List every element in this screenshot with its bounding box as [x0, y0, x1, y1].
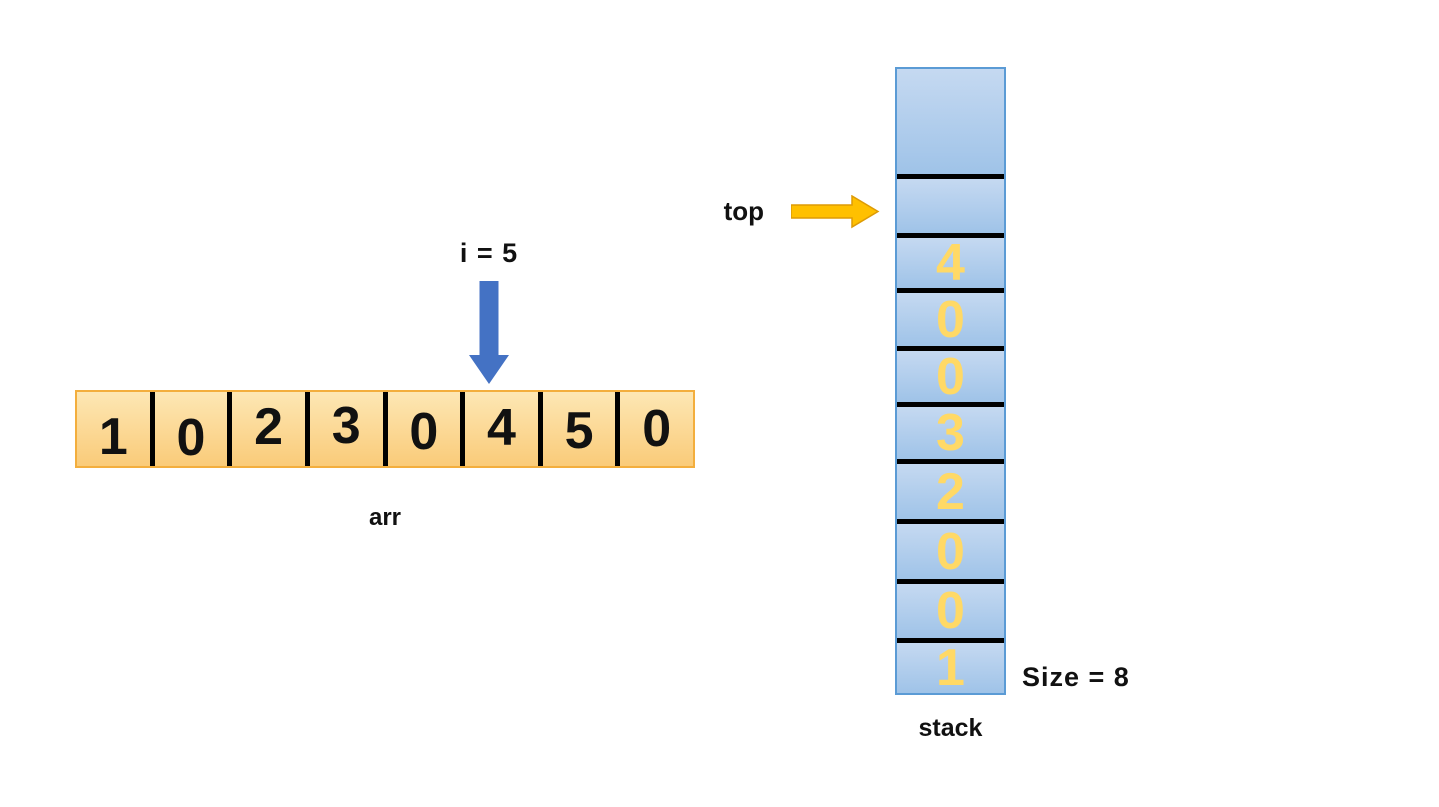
stack-cell: 3: [897, 402, 1004, 462]
stack: 4 0 0 3 2 0 0 1: [895, 67, 1006, 697]
stack-cell-value: 3: [936, 404, 965, 462]
stack-cell: 0: [897, 346, 1004, 406]
stack-cell: 0: [897, 519, 1004, 581]
stack-cell-value: 2: [936, 462, 965, 521]
array-cell: 5: [537, 392, 616, 466]
array-cell-value: 0: [409, 403, 439, 461]
stack-cell-value: 1: [936, 639, 965, 697]
stack-cell-value: 4: [936, 234, 965, 292]
array: 1 0 2 3 0 4 5 0: [75, 390, 695, 468]
stack-top-pointer-label: top: [723, 196, 764, 226]
stack-cell: [897, 174, 1004, 233]
array-cell-value: 0: [642, 400, 672, 458]
stack-cell: 2: [897, 459, 1004, 521]
stack-cell-value: 0: [936, 290, 965, 349]
top-pointer-arrow-icon: [791, 195, 880, 229]
index-pointer-arrow-icon: [469, 281, 509, 384]
stack-size-label: Size = 8: [1022, 662, 1130, 692]
array-label: arr: [368, 504, 402, 531]
index-pointer-label: i = 5: [459, 238, 519, 268]
array-cell-value: 0: [176, 409, 206, 467]
array-cell-value: 3: [331, 397, 361, 455]
stack-cell: 4: [897, 233, 1004, 292]
array-cell: 0: [382, 392, 461, 466]
stack-cell-value: 0: [936, 347, 965, 406]
stack-cell-value: 0: [936, 522, 965, 581]
stack-cell: 1: [897, 638, 1004, 697]
array-cell: 0: [149, 392, 228, 467]
array-cell: 1: [77, 392, 150, 466]
stack-label: stack: [918, 714, 983, 742]
array-cell: 2: [227, 392, 305, 466]
array-cell-value: 5: [564, 402, 594, 460]
stack-cell-value: 0: [936, 582, 965, 640]
array-cell: 3: [304, 392, 383, 466]
array-cell-value: 2: [254, 398, 284, 456]
array-cell-value: 4: [486, 399, 516, 457]
array-cell: 0: [615, 392, 693, 466]
array-cell: 4: [460, 392, 538, 466]
stack-cell: 0: [897, 288, 1004, 349]
stack-cell: 0: [897, 579, 1004, 640]
array-cell-value: 1: [98, 408, 128, 466]
stack-cell: [897, 69, 1004, 174]
